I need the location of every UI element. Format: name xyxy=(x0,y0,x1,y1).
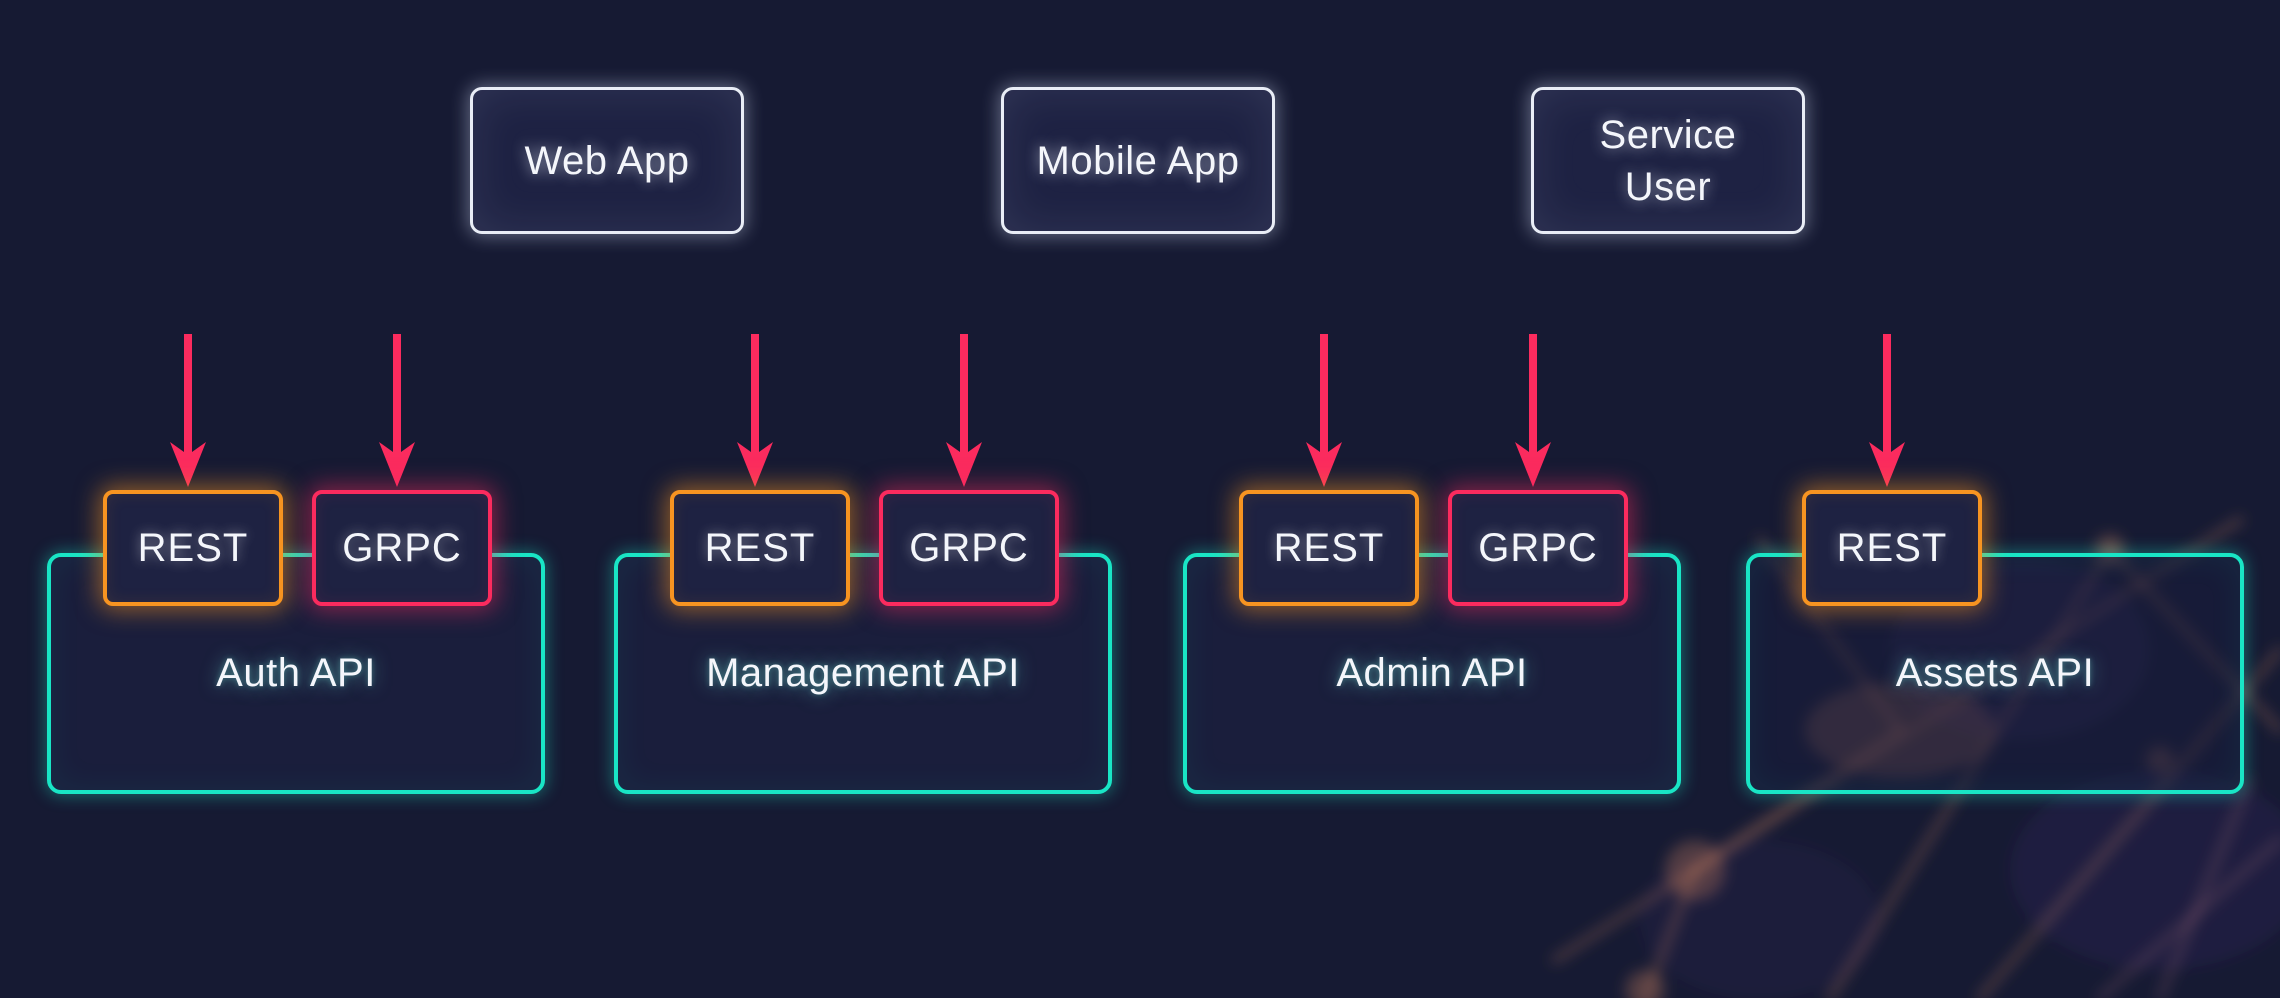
flow-arrow-down-icon xyxy=(170,334,206,487)
endpoint-box-rest: REST xyxy=(103,490,283,606)
client-label: Mobile App xyxy=(1036,138,1240,183)
flow-arrow-down-icon xyxy=(737,334,773,487)
service-box-auth-api: REST GRPC Auth API xyxy=(47,490,545,794)
endpoint-label: REST xyxy=(1273,525,1385,570)
endpoint-label: REST xyxy=(704,525,816,570)
endpoint-label: REST xyxy=(1836,525,1948,570)
service-box-admin-api: REST GRPC Admin API xyxy=(1183,490,1681,794)
client-label: Service User xyxy=(1599,112,1737,209)
service-box-assets-api: REST Assets API xyxy=(1746,490,2244,794)
service-box-management-api: REST GRPC Management API xyxy=(614,490,1112,794)
endpoint-label: GRPC xyxy=(909,525,1029,570)
service-label: Auth API xyxy=(216,651,376,695)
client-box-web-app: Web App xyxy=(470,87,744,234)
service-label: Management API xyxy=(706,651,1020,695)
endpoint-box-grpc: GRPC xyxy=(312,490,492,606)
flow-arrow-down-icon xyxy=(379,334,415,487)
service-label: Admin API xyxy=(1336,651,1528,695)
client-box-mobile-app: Mobile App xyxy=(1001,87,1275,234)
flow-arrow-down-icon xyxy=(1306,334,1342,487)
flow-arrow-down-icon xyxy=(946,334,982,487)
endpoint-box-rest: REST xyxy=(1239,490,1419,606)
flow-arrow-down-icon xyxy=(1515,334,1551,487)
client-box-service-user: Service User xyxy=(1531,87,1805,234)
client-label: Web App xyxy=(524,138,690,183)
endpoint-label: GRPC xyxy=(342,525,462,570)
service-label: Assets API xyxy=(1895,651,2095,695)
endpoint-label: REST xyxy=(137,525,249,570)
endpoint-box-rest: REST xyxy=(1802,490,1982,606)
flow-arrow-down-icon xyxy=(1869,334,1905,487)
endpoint-box-grpc: GRPC xyxy=(1448,490,1628,606)
endpoint-box-rest: REST xyxy=(670,490,850,606)
endpoint-label: GRPC xyxy=(1478,525,1598,570)
endpoint-box-grpc: GRPC xyxy=(879,490,1059,606)
